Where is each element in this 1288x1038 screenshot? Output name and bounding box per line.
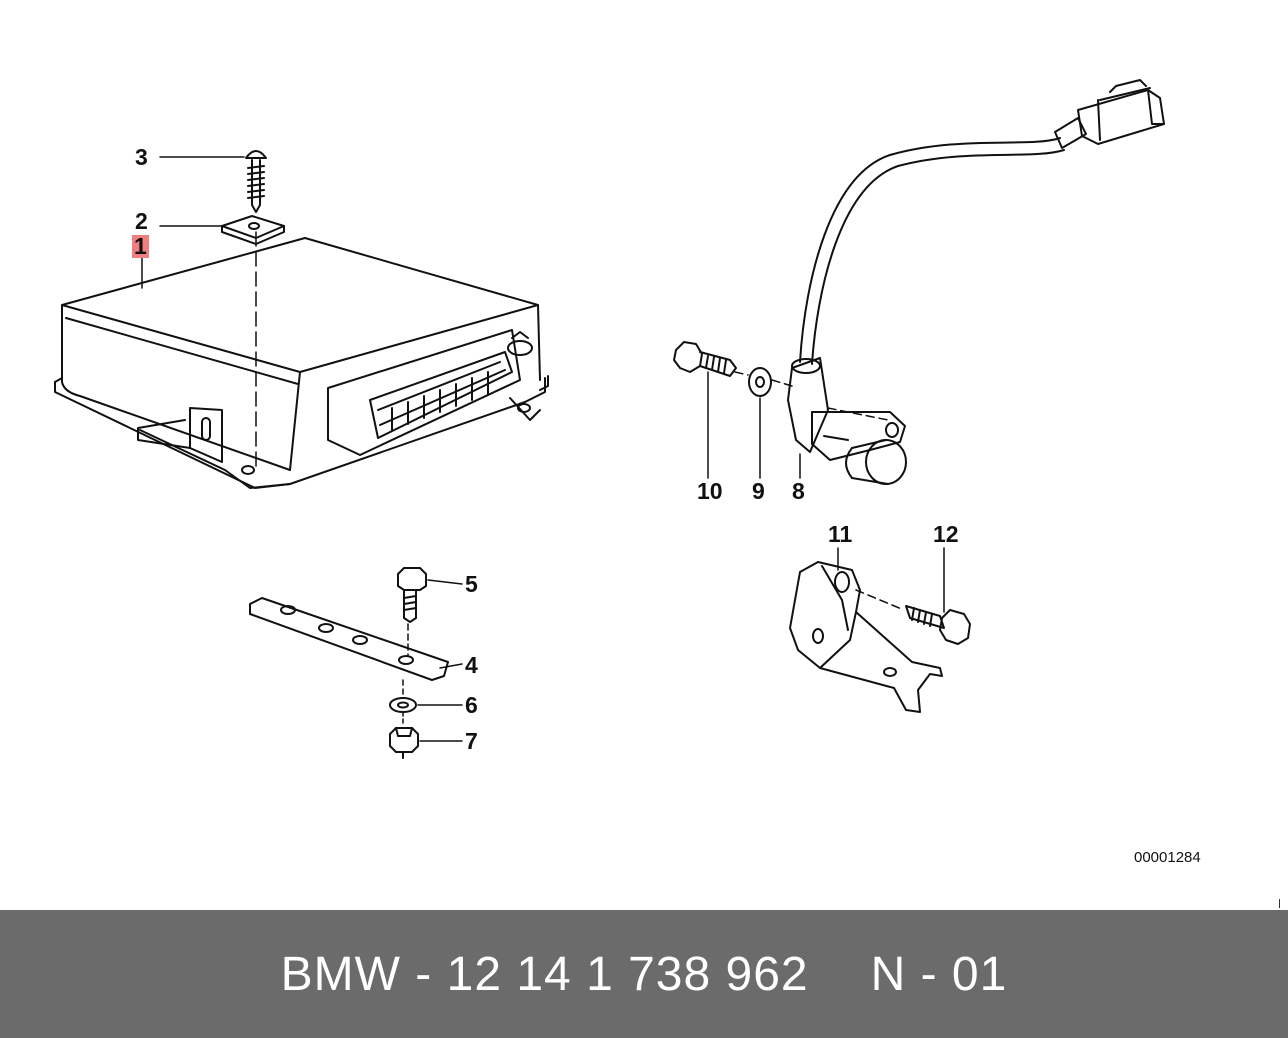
bolt-drawing — [397, 567, 427, 657]
screw-drawing — [245, 150, 267, 213]
washer-drawing — [389, 679, 417, 713]
callout-8: 8 — [792, 478, 805, 504]
bracket-strip-drawing — [249, 597, 449, 681]
hex-nut-drawing — [389, 711, 419, 759]
callout-12: 12 — [933, 521, 959, 547]
leader-lines — [141, 156, 945, 742]
callout-10: 10 — [697, 478, 723, 504]
callout-5: 5 — [465, 571, 478, 597]
clip-nut-drawing — [221, 215, 285, 245]
callout-1: 1 — [132, 233, 149, 259]
callout-11: 11 — [828, 521, 853, 547]
sensor-drawing — [787, 79, 1165, 485]
hex-bolt-10-drawing — [673, 341, 737, 377]
part-number-label: BMW - 12 14 1 738 962 — [280, 947, 809, 1001]
parts-diagram — [54, 79, 1165, 759]
washer-9-drawing — [748, 367, 772, 397]
control-unit-drawing — [54, 237, 549, 489]
holder-bracket-drawing — [789, 561, 943, 713]
footer-bar: BMW - 12 14 1 738 962 N - 01 — [0, 910, 1288, 1038]
callout-3: 3 — [135, 144, 148, 170]
footer-text: BMW - 12 14 1 738 962 N - 01 — [0, 910, 1288, 1038]
callout-2: 2 — [135, 208, 148, 234]
corner-tick — [1279, 899, 1280, 908]
hex-bolt-12-drawing — [905, 605, 971, 645]
callout-6: 6 — [465, 692, 478, 718]
callout-4: 4 — [465, 652, 478, 678]
callout-9: 9 — [752, 478, 765, 504]
diagram-reference-number: 00001284 — [1134, 849, 1201, 866]
position-label: N - 01 — [870, 947, 1008, 1001]
callout-7: 7 — [465, 728, 478, 754]
